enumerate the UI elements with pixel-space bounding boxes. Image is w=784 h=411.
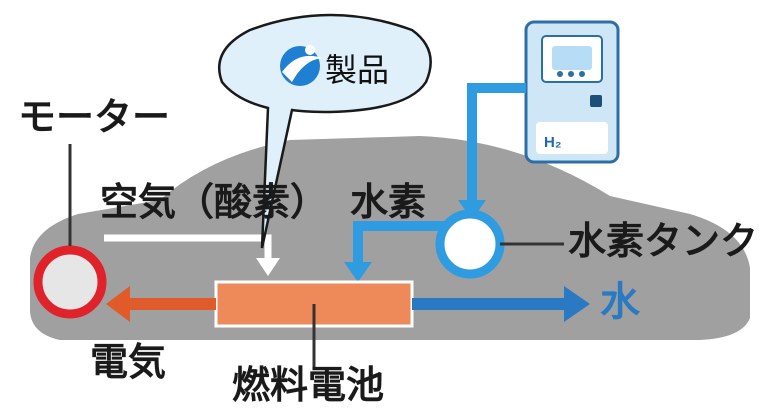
hydrogen-tank-label: 水素タンク <box>568 219 759 263</box>
hydrogen-supply-line <box>467 83 526 212</box>
motor-ring <box>33 245 107 319</box>
air-intake-line <box>104 234 272 262</box>
water-label: 水 <box>600 279 640 325</box>
electricity-label: 電気 <box>90 340 167 384</box>
car-body-silhouette <box>30 136 750 340</box>
fuel-cell-label: 燃料電池 <box>232 363 385 407</box>
station-badge: H₂ <box>544 134 562 151</box>
air-oxygen-label: 空気（酸素） <box>100 180 329 224</box>
water-outflow-arrowhead <box>564 286 590 322</box>
hydrogen-station-icon <box>524 20 620 164</box>
electricity-arrowhead <box>106 286 130 322</box>
hydrogen-tank <box>435 209 505 279</box>
hydrogen-feed-line <box>353 221 448 272</box>
motor-label: モーター <box>18 95 171 139</box>
speech-callout <box>217 13 432 249</box>
hydrogen-label: 水素 <box>350 180 427 224</box>
hydrogen-feed-arrowhead <box>344 262 372 282</box>
brand-swoosh-icon <box>280 45 322 86</box>
callout-text: 製品 <box>325 51 390 89</box>
air-intake-arrowhead <box>256 258 280 276</box>
